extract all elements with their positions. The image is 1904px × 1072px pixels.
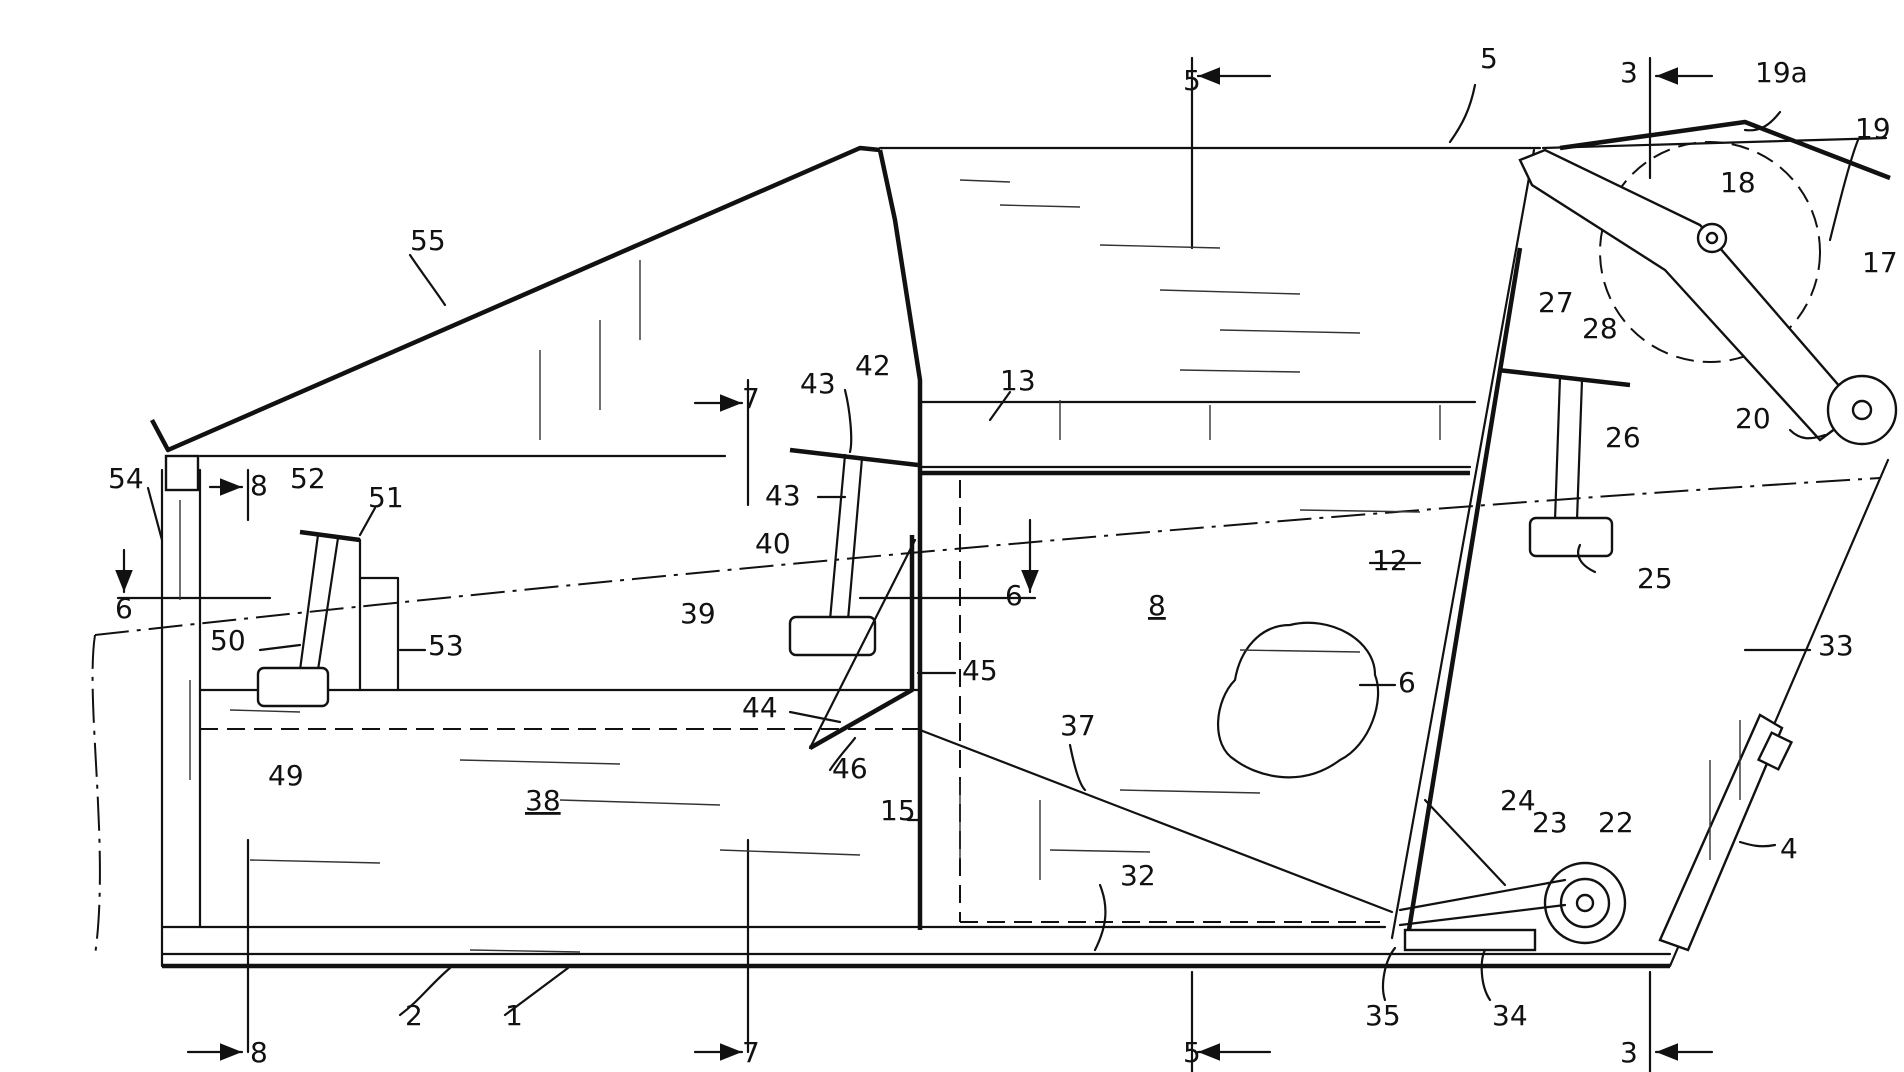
inclined-floor (920, 730, 1392, 912)
label-32: 32 (1120, 859, 1156, 892)
label-12: 12 (1372, 544, 1408, 577)
label-25: 25 (1637, 562, 1673, 595)
flap-42 (790, 450, 918, 465)
label-26: 26 (1605, 421, 1641, 454)
label-38: 38 (525, 784, 561, 817)
label-52: 52 (290, 462, 326, 495)
flap-27 (1498, 370, 1630, 385)
label-6-debris: 6 (1398, 666, 1416, 699)
label-53: 53 (428, 629, 464, 662)
label-6-left: 6 (115, 592, 133, 625)
container-body (93, 58, 1896, 1072)
label-24: 24 (1500, 784, 1536, 817)
label-27: 27 (1538, 286, 1574, 319)
flap-51 (300, 532, 360, 540)
left-cover (152, 148, 880, 450)
weight-49 (258, 668, 328, 706)
label-8-bottom: 8 (250, 1036, 268, 1069)
label-20: 20 (1735, 402, 1771, 435)
label-22: 22 (1598, 806, 1634, 839)
debris-mass (1218, 623, 1378, 778)
cable-line (95, 478, 1880, 635)
label-44: 44 (742, 691, 778, 724)
label-3-bottom: 3 (1620, 1036, 1638, 1069)
label-3-top: 3 (1620, 56, 1638, 89)
label-19: 19 (1855, 112, 1891, 145)
label-7-top: 7 (742, 382, 760, 415)
label-4: 4 (1780, 832, 1798, 865)
label-5-top: 5 (1183, 64, 1201, 97)
label-23: 23 (1532, 806, 1568, 839)
left-hinge-box (166, 456, 198, 490)
inner-sloped-wall (1408, 248, 1520, 936)
label-49: 49 (268, 759, 304, 792)
label-50: 50 (210, 624, 246, 657)
label-39: 39 (680, 597, 716, 630)
label-8-chamber: 8 (1148, 589, 1166, 622)
label-35: 35 (1365, 999, 1401, 1032)
label-15: 15 (880, 794, 916, 827)
slide-plate (1405, 930, 1535, 950)
label-43-top: 43 (800, 367, 836, 400)
label-33: 33 (1818, 629, 1854, 662)
label-6-right: 6 (1005, 579, 1023, 612)
weight-39 (790, 617, 875, 655)
label-18: 18 (1720, 166, 1756, 199)
label-54: 54 (108, 462, 144, 495)
label-7-bottom: 7 (742, 1036, 760, 1069)
label-28: 28 (1582, 312, 1618, 345)
label-13: 13 (1000, 364, 1036, 397)
label-37: 37 (1060, 709, 1096, 742)
label-45: 45 (962, 654, 998, 687)
label-19a: 19a (1755, 56, 1808, 89)
label-55: 55 (410, 224, 446, 257)
label-43-mid: 43 (765, 479, 801, 512)
weight-25 (1530, 518, 1612, 556)
label-5-bottom: 5 (1183, 1036, 1201, 1069)
label-40: 40 (755, 527, 791, 560)
label-5-right: 5 (1480, 42, 1498, 75)
label-42: 42 (855, 349, 891, 382)
label-8-top: 8 (250, 469, 268, 502)
label-46: 46 (832, 752, 868, 785)
label-17: 17 (1862, 246, 1898, 279)
label-34: 34 (1492, 999, 1528, 1032)
